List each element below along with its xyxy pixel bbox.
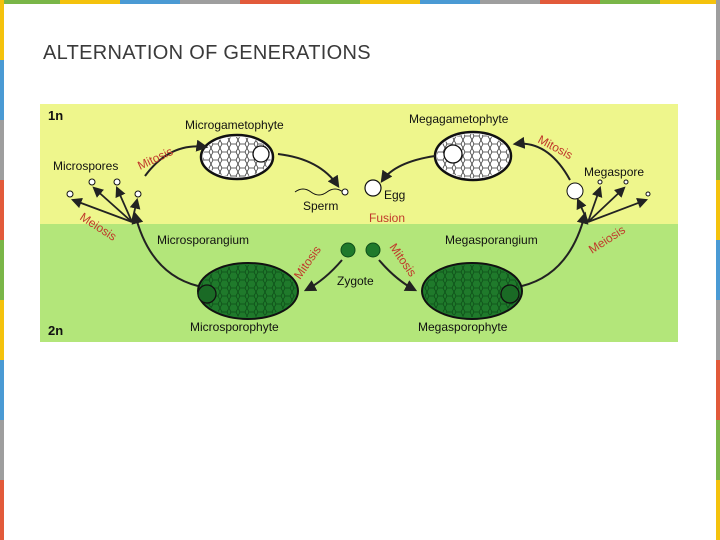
edge-stripe <box>360 0 420 4</box>
slide-left-border <box>0 0 4 540</box>
megaspores-shapes <box>566 179 651 200</box>
label-megasporangium: Megasporangium <box>445 233 538 247</box>
label-zygote: Zygote <box>337 274 374 288</box>
ploidy-label-1n: 1n <box>48 108 63 123</box>
megasporophyte-shape <box>421 262 523 320</box>
label-megasporophyte: Megasporophyte <box>418 320 508 334</box>
edge-stripe <box>0 0 4 60</box>
alternation-of-generations-diagram: 1n 2n Microgametophyte Megagametophyte M… <box>40 104 678 342</box>
label-microsporophyte: Microsporophyte <box>190 320 279 334</box>
edge-stripe <box>716 180 720 240</box>
label-sperm: Sperm <box>303 199 338 213</box>
edge-stripe <box>0 60 4 120</box>
edge-stripe <box>0 300 4 360</box>
edge-stripe <box>716 120 720 180</box>
edge-stripe <box>0 240 4 300</box>
arrow-megaspore-to-megagametophyte <box>512 136 571 181</box>
edge-stripe <box>0 480 4 540</box>
edge-stripe <box>716 480 720 540</box>
label-fusion: Fusion <box>369 211 405 225</box>
edge-stripe <box>0 180 4 240</box>
zygote-cell-left <box>340 242 356 258</box>
edge-stripe <box>120 0 180 4</box>
edge-stripe <box>716 360 720 420</box>
slide-top-border <box>0 0 720 4</box>
edge-stripe <box>0 120 4 180</box>
arrow-megagametophyte-to-egg <box>380 155 436 183</box>
edge-stripe <box>716 60 720 120</box>
ploidy-label-2n: 2n <box>48 323 63 338</box>
edge-stripe <box>540 0 600 4</box>
label-microspores: Microspores <box>53 159 118 173</box>
slide-title: ALTERNATION OF GENERATIONS <box>43 42 371 64</box>
egg-shape <box>364 179 382 197</box>
edge-stripe <box>600 0 660 4</box>
edge-stripe <box>180 0 240 4</box>
microsporophyte-shape <box>197 262 299 320</box>
edge-stripe <box>420 0 480 4</box>
edge-stripe <box>716 240 720 300</box>
label-microsporangium: Microsporangium <box>157 233 249 247</box>
edge-stripe <box>60 0 120 4</box>
arrow-microgametophyte-to-sperm <box>277 153 340 188</box>
microgametophyte-shape <box>199 133 275 181</box>
megagametophyte-shape <box>433 130 513 182</box>
arrow-zygote-to-microsporophyte <box>303 259 343 292</box>
label-microgametophyte: Microgametophyte <box>185 118 284 132</box>
sperm-tail <box>294 188 344 196</box>
arrow-zygote-to-megasporophyte <box>378 259 418 292</box>
label-megaspore: Megaspore <box>584 165 644 179</box>
zygote-cell-right <box>365 242 381 258</box>
sperm-head <box>341 188 349 196</box>
haploid-band <box>40 104 678 224</box>
edge-stripe <box>716 0 720 60</box>
slide-right-border <box>716 0 720 540</box>
edge-stripe <box>480 0 540 4</box>
meiosis-fan-left <box>70 186 141 223</box>
edge-stripe <box>716 420 720 480</box>
edge-stripe <box>0 360 4 420</box>
edge-stripe <box>716 300 720 360</box>
microspores-shapes <box>66 178 142 198</box>
arrow-microspores-to-microgametophyte <box>144 139 209 177</box>
arrow-microsporophyte-to-microspores <box>131 211 199 287</box>
edge-stripe <box>0 0 60 4</box>
arrow-megasporophyte-to-megaspore <box>521 211 589 287</box>
label-megagametophyte: Megagametophyte <box>409 112 509 126</box>
edge-stripe <box>300 0 360 4</box>
label-egg: Egg <box>384 188 405 202</box>
edge-stripe <box>660 0 720 4</box>
edge-stripe <box>0 420 4 480</box>
edge-stripe <box>240 0 300 4</box>
meiosis-fan-right <box>576 185 649 223</box>
cycle-arrows <box>131 136 589 292</box>
